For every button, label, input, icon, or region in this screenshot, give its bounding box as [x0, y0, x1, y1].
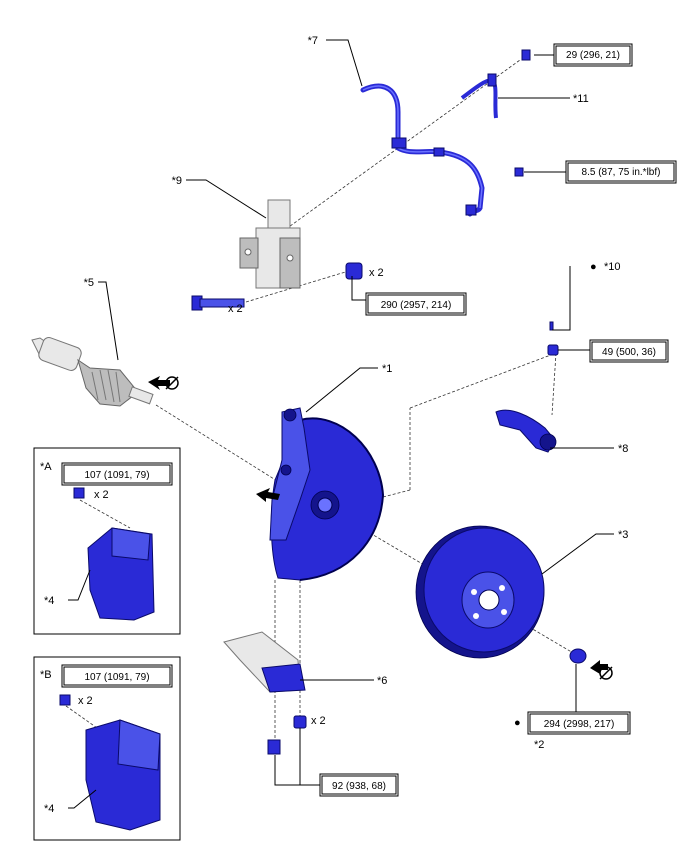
speed-sensor-harness [360, 73, 498, 217]
leader-lines [68, 39, 614, 809]
torque-box-8-5: 8.5 (87, 75 in.*lbf) [565, 160, 677, 184]
install-direction-arrow-icon [256, 488, 280, 502]
do-not-reuse-icon [148, 376, 179, 390]
torque-290-text: 290 (2957, 214) [381, 300, 452, 311]
strut-assembly [239, 199, 301, 289]
callout-9: *9 [172, 175, 182, 187]
brake-disc [415, 525, 545, 659]
torque-49-text: 49 (500, 36) [602, 347, 656, 358]
callout-10: *10 [604, 261, 621, 273]
torque-box-92: 92 (938, 68) [319, 773, 399, 797]
quantity-107-a: x 2 [94, 489, 109, 501]
lower-nut-icon [293, 715, 307, 729]
torque-box-107-a: 107 (1091, 79) [61, 462, 173, 486]
torque-107-a-text: 107 (1091, 79) [84, 470, 149, 481]
callout-3: *3 [618, 529, 628, 541]
torque-box-107-b: 107 (1091, 79) [61, 664, 173, 688]
caliper-a [73, 487, 155, 621]
strut-bolt-icon [191, 295, 245, 311]
callout-1: *1 [382, 363, 392, 375]
callout-7: *7 [308, 35, 318, 47]
drive-shaft [31, 337, 154, 407]
torque-294-text: 294 (2998, 217) [544, 719, 615, 730]
callout-8: *8 [618, 443, 628, 455]
torque-box-29: 29 (296, 21) [553, 43, 633, 67]
tie-rod-end [495, 321, 559, 453]
quantity-290-bolt: x 2 [228, 303, 243, 315]
inset-b-label: *B [40, 669, 52, 681]
quantity-290-nut: x 2 [369, 267, 384, 279]
torque-8-5-text: 8.5 (87, 75 in.*lbf) [582, 167, 661, 178]
torque-29-text: 29 (296, 21) [566, 50, 620, 61]
quantity-107-b: x 2 [78, 695, 93, 707]
torque-box-49: 49 (500, 36) [589, 339, 669, 363]
steering-knuckle [269, 407, 385, 581]
caliper-b [59, 694, 161, 831]
lower-arm [223, 631, 306, 693]
bolt-29-icon [521, 49, 531, 61]
bolt-8-5-icon [514, 167, 524, 177]
strut-nut-icon [345, 262, 363, 280]
torque-92-text: 92 (938, 68) [332, 781, 386, 792]
callout-6: *6 [377, 675, 387, 687]
hub-nut-icon [569, 648, 587, 664]
bullet-294: ● [514, 717, 521, 729]
callout-5: *5 [84, 277, 94, 289]
callout-2: *2 [534, 739, 544, 751]
torque-107-b-text: 107 (1091, 79) [84, 672, 149, 683]
do-not-reuse-icon-2 [590, 660, 613, 680]
torque-box-294: 294 (2998, 217) [527, 711, 631, 735]
torque-box-290: 290 (2957, 214) [365, 292, 467, 316]
callout-4-b: *4 [44, 803, 54, 815]
callout-4-a: *4 [44, 595, 54, 607]
callout-11: *11 [573, 93, 589, 105]
lower-bolt-icon [267, 739, 281, 755]
quantity-92: x 2 [311, 715, 326, 727]
inset-a-label: *A [40, 461, 52, 473]
bullet-10: ● [590, 261, 597, 273]
